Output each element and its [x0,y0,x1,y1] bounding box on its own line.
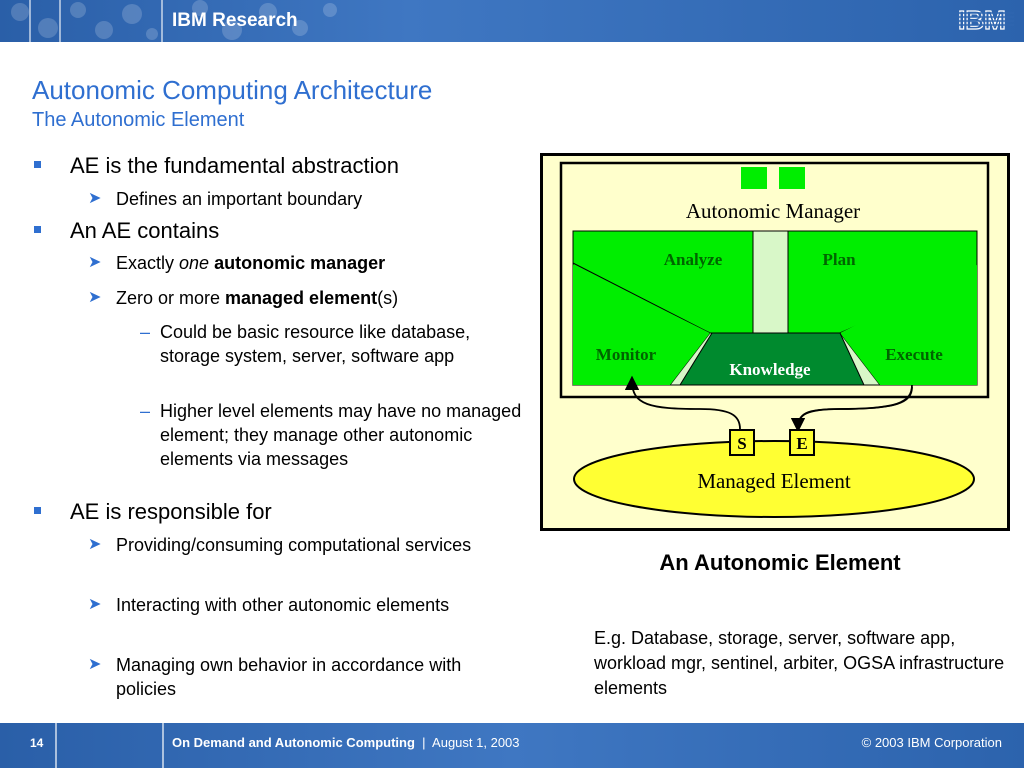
bullet-square-icon [34,161,41,168]
monitor-label: Monitor [596,345,657,364]
manager-port-right [779,167,805,189]
bullet-arrow-icon: ➤ [88,656,102,673]
sensor-box [729,429,755,456]
bullet-arrow-icon: ➤ [88,536,102,553]
effector-box [789,429,815,456]
bullet-2-sub-1: Exactly one autonomic manager [116,253,386,273]
svg-text:IBM: IBM [958,5,1006,35]
sensor-label: S [737,434,746,453]
bullet-arrow-icon: ➤ [88,254,102,271]
diagram-caption: An Autonomic Element [659,550,901,575]
bullet-square-icon [34,226,41,233]
effector-arrow [790,386,913,433]
plan-label: Plan [822,250,856,269]
header-decoration [11,0,337,42]
ibm-logo: IBM [950,5,1014,35]
bullet-3: AE is responsible for [70,499,272,524]
page-number: 14 [30,736,44,750]
execute-label: Execute [885,345,943,364]
managed-element-ellipse [573,440,975,518]
footer-copyright: © 2003 IBM Corporation [861,735,1002,750]
slide-title: Autonomic Computing Architecture [32,75,433,105]
footer-divider [162,723,164,768]
manager-port-left [741,167,767,189]
knowledge-label: Knowledge [729,360,811,379]
bullet-3-sub-2: Interacting with other autonomic element… [116,595,450,615]
bullet-arrow-icon: ➤ [88,596,102,613]
bullet-dash: – [140,401,151,421]
bullet-2-detail-1: Could be basic resource like database, s… [160,322,471,366]
header-bar: IBM Research IBM [0,0,1024,42]
effector-label: E [796,434,807,453]
bullet-3-sub-3: Managing own behavior in accordance with… [116,655,462,699]
bullet-dash: – [140,322,151,342]
bullet-2-detail-2: Higher level elements may have no manage… [160,401,522,469]
diagram-example-text: E.g. Database, storage, server, software… [594,628,1005,698]
footer-conference: On Demand and Autonomic Computing | Augu… [172,735,520,750]
sensor-arrow [624,375,741,430]
bullet-square-icon [34,507,41,514]
footer-bar: 14 On Demand and Autonomic Computing | A… [0,723,1024,768]
managed-element-label: Managed Element [697,469,851,493]
analyze-label: Analyze [664,250,723,269]
bullet-1: AE is the fundamental abstraction [70,153,399,178]
bullet-1-sub: Defines an important boundary [116,189,363,209]
manager-label: Autonomic Manager [686,199,860,223]
bullet-2: An AE contains [70,218,220,243]
bullet-arrow-icon: ➤ [88,289,102,306]
header-brand: IBM Research [172,10,298,31]
bullet-arrow-icon: ➤ [88,190,102,207]
knowledge-region [679,332,865,386]
autonomic-element-diagram: Autonomic Manager Analyze Plan Monitor E… [540,153,1010,531]
bullet-3-sub-1: Providing/consuming computational servic… [116,535,472,555]
bullet-2-sub-2: Zero or more managed element(s) [116,288,399,308]
footer-divider [55,723,57,768]
slide-subtitle: The Autonomic Element [32,109,245,131]
